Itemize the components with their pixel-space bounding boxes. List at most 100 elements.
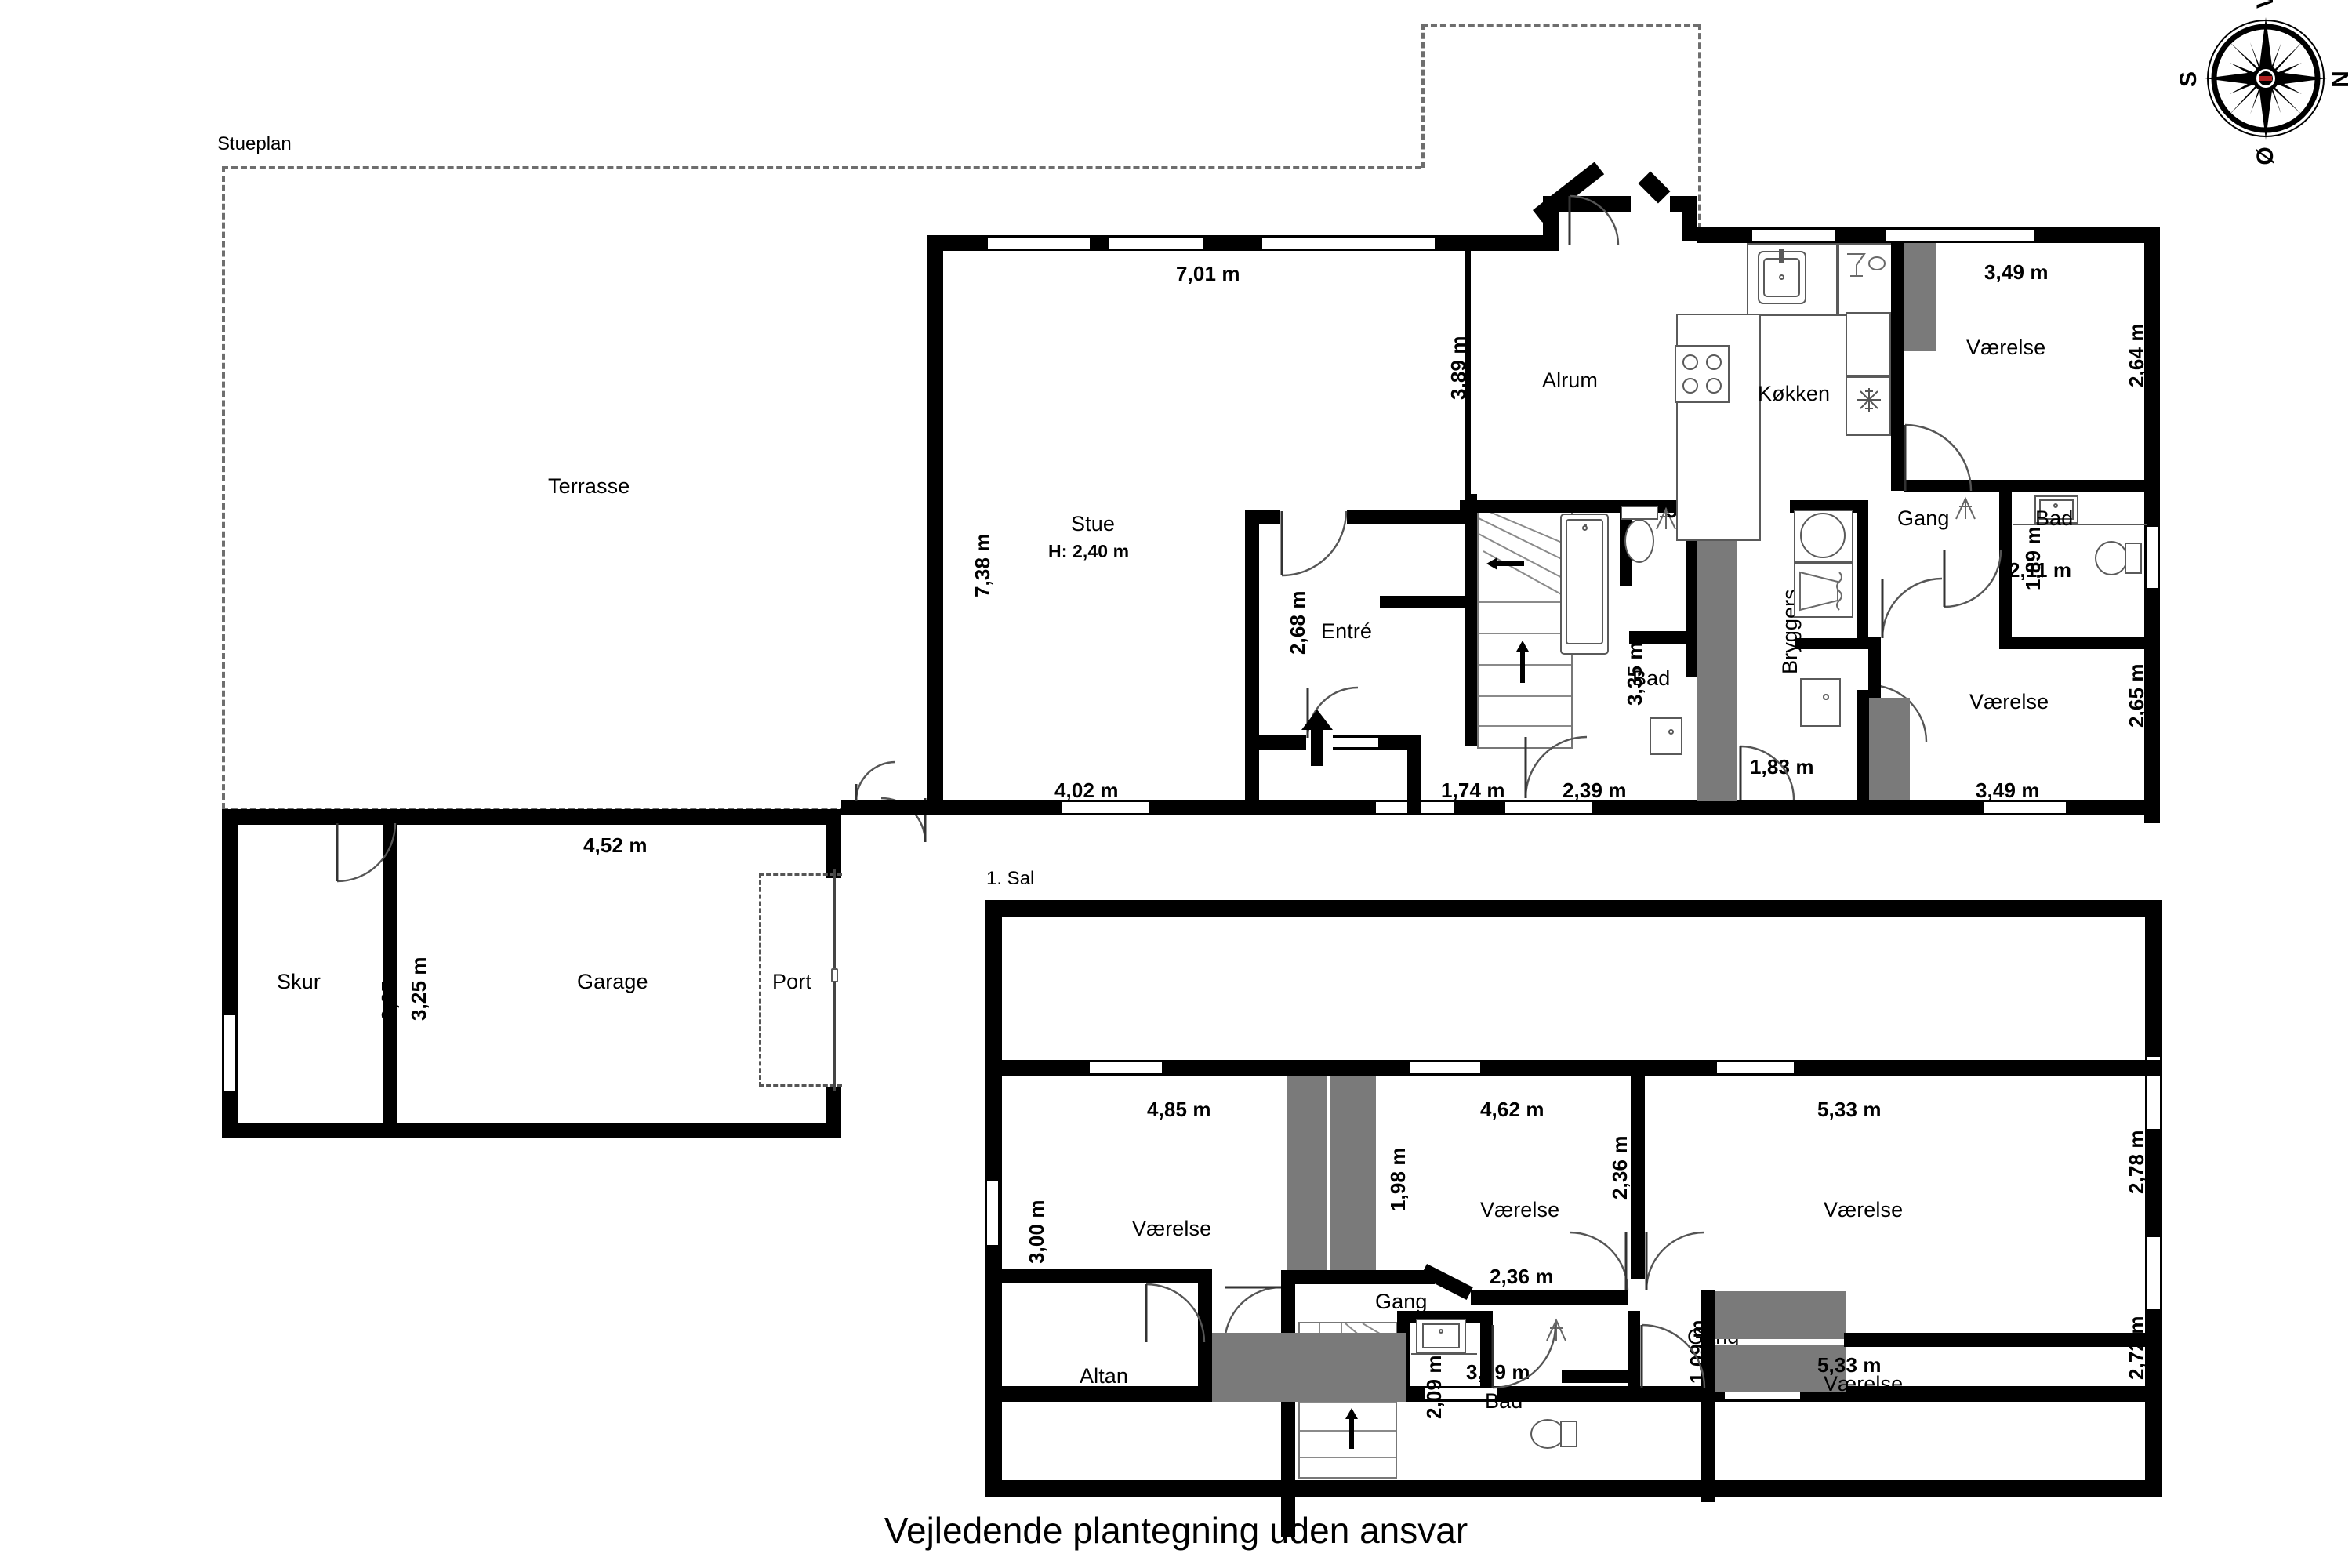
interior-wall-bad1-inner [1629, 631, 1692, 644]
door-first-gang-west[interactable] [1223, 1286, 1283, 1345]
window-entre-sidelight [1333, 735, 1378, 750]
door-bad1[interactable] [1524, 735, 1588, 800]
room-label-alrum: Alrum [1542, 368, 1599, 392]
window-alrum-top-3 [1262, 235, 1435, 251]
sink-inner-first-bad [1422, 1323, 1460, 1348]
counter-edge-bad2 [2013, 524, 2147, 525]
first-wall-n-right [1631, 1076, 1645, 1279]
first-gang-wall-top-right [1471, 1290, 1628, 1305]
shaft-first-left [1287, 1076, 1327, 1273]
bathtub-inner-ground [1566, 519, 1603, 644]
garage-wall-right-upper [826, 809, 841, 878]
door-first-vaerelse-n[interactable] [1568, 1231, 1629, 1292]
terrace-outline-left [222, 166, 225, 809]
burner-1 [1682, 354, 1698, 370]
door-altan[interactable] [1145, 1283, 1206, 1344]
window-alrum-top-2 [1109, 235, 1203, 251]
compass-rose: V N S Ø [2176, 0, 2352, 165]
interior-wall-stair-landing [1380, 596, 1466, 608]
compass-label-south: S [2176, 71, 2201, 88]
dim-first-gang-top: 2,36 m [1490, 1265, 1554, 1288]
shaft-first-right [1330, 1076, 1376, 1273]
closet-first-ne [1715, 1291, 1846, 1339]
interior-wall-vaerelse1-left [1891, 243, 1904, 491]
shower-curtain-icon-bryggers [1798, 569, 1849, 617]
dim-alrum-right: 3,89 m [1446, 336, 1470, 400]
dim-first-nw-left: 3,00 m [1025, 1200, 1048, 1264]
dim-entre-bottom: 1,74 m [1441, 779, 1505, 802]
interior-wall-alrum-right [1465, 235, 1471, 494]
door-bad2[interactable] [1943, 549, 2002, 608]
window-vaerelse2-bottom [1984, 800, 2066, 815]
door-skur[interactable] [336, 822, 397, 883]
door-first-se-room[interactable] [1640, 1323, 1706, 1389]
first-altan-wall-top [985, 1269, 1212, 1283]
dim-first-stair-right: 2,09 m [1422, 1355, 1446, 1419]
burner-3 [1682, 378, 1698, 394]
exterior-wall-vestibule-top [1543, 196, 1631, 212]
window-first-se-right [2145, 1237, 2162, 1309]
room-label-first-gang-west: Gang [1375, 1290, 1428, 1313]
door-vaerelse1[interactable] [1904, 423, 1973, 492]
dim-bad1-bottom: 2,39 m [1563, 779, 1627, 802]
door-bryggers-exterior[interactable] [1739, 745, 1795, 801]
dim-entre-left: 2,68 m [1286, 590, 1309, 655]
sink-drain-first-bad [1439, 1329, 1443, 1334]
toilet-first-bad [1530, 1419, 1565, 1449]
window-alrum-top-1 [988, 235, 1090, 251]
washer-dial-bryggers [1823, 694, 1829, 700]
dim-first-se-right: 2,72 m [2125, 1316, 2148, 1380]
toilet-ground [1624, 519, 1654, 563]
window-kitchen-top [1752, 227, 1835, 243]
room-label-port: Port [772, 970, 811, 993]
plan-disclaimer-caption: Vejledende plantegning uden ansvar [884, 1510, 1468, 1551]
interior-wall-bryggers-mid [1795, 638, 1870, 649]
window-bad1-bottom [1505, 800, 1592, 815]
entry-marker-arrow [1638, 171, 1671, 204]
dim-vaerelse1-right: 2,64 m [2125, 323, 2148, 387]
door-first-bad[interactable] [1491, 1323, 1557, 1389]
garage-port-handle [831, 968, 838, 982]
door-stue-entre[interactable] [1280, 510, 1348, 577]
ventilation-icon-bad1 [1653, 506, 1679, 536]
basin-bryggers [1800, 513, 1846, 558]
sink-faucet-kitchen [1779, 249, 1784, 263]
dim-first-nw-top: 4,85 m [1147, 1098, 1211, 1121]
entrance-direction-arrow [1301, 710, 1333, 770]
interior-wall-bryggers-right-upper [1857, 500, 1868, 648]
terrace-outline-top-left [222, 166, 1421, 169]
door-entry-vestibule[interactable] [1568, 194, 1623, 249]
dim-stue-bottom: 4,02 m [1054, 779, 1119, 802]
closet-first-se [1715, 1345, 1846, 1392]
sink-inner-bad2 [2039, 499, 2074, 520]
dim-bad2-bottom: 2,11 m [2009, 558, 2072, 582]
window-first-ne-top [1717, 1060, 1794, 1076]
room-label-vaerelse1: Værelse [1966, 336, 2046, 359]
sink-drain-kitchen [1779, 274, 1784, 280]
ventilation-icon-bad2 [1952, 495, 1979, 526]
interior-wall-entre-right [1407, 735, 1421, 815]
room-label-gang-ground: Gang [1897, 506, 1950, 530]
first-altan-gray-extension [1212, 1333, 1406, 1402]
door-vaerelse2[interactable] [1881, 577, 1944, 640]
dim-first-n-right: 2,36 m [1608, 1135, 1632, 1200]
dim-garage-left: 3,25 m [407, 956, 430, 1021]
door-connect-terrace[interactable] [855, 760, 897, 803]
room-label-garage: Garage [577, 970, 648, 993]
first-exterior-wall-right [2145, 900, 2162, 1497]
toilet-bowl-ground [1584, 524, 1587, 527]
first-gang-wall-right [1701, 1290, 1715, 1502]
dim-first-ne-right: 2,78 m [2125, 1130, 2148, 1194]
exterior-wall-angled-top [1468, 235, 1559, 251]
first-gang-wall-left [1281, 1270, 1295, 1537]
terrace-outline-top-right [1421, 24, 1700, 27]
burner-2 [1706, 354, 1722, 370]
interior-wall-vaerelse1-bottom [1904, 480, 2159, 492]
interior-wall-entre-left [1245, 510, 1259, 815]
first-wall-se-top [1844, 1333, 2161, 1347]
first-bad-wall-right [1628, 1311, 1640, 1402]
room-height-stue: H: 2,40 m [1048, 541, 1130, 561]
window-skur-left [222, 1015, 238, 1091]
window-first-nw-left [985, 1181, 1000, 1245]
door-first-vaerelse-ne[interactable] [1645, 1231, 1706, 1292]
